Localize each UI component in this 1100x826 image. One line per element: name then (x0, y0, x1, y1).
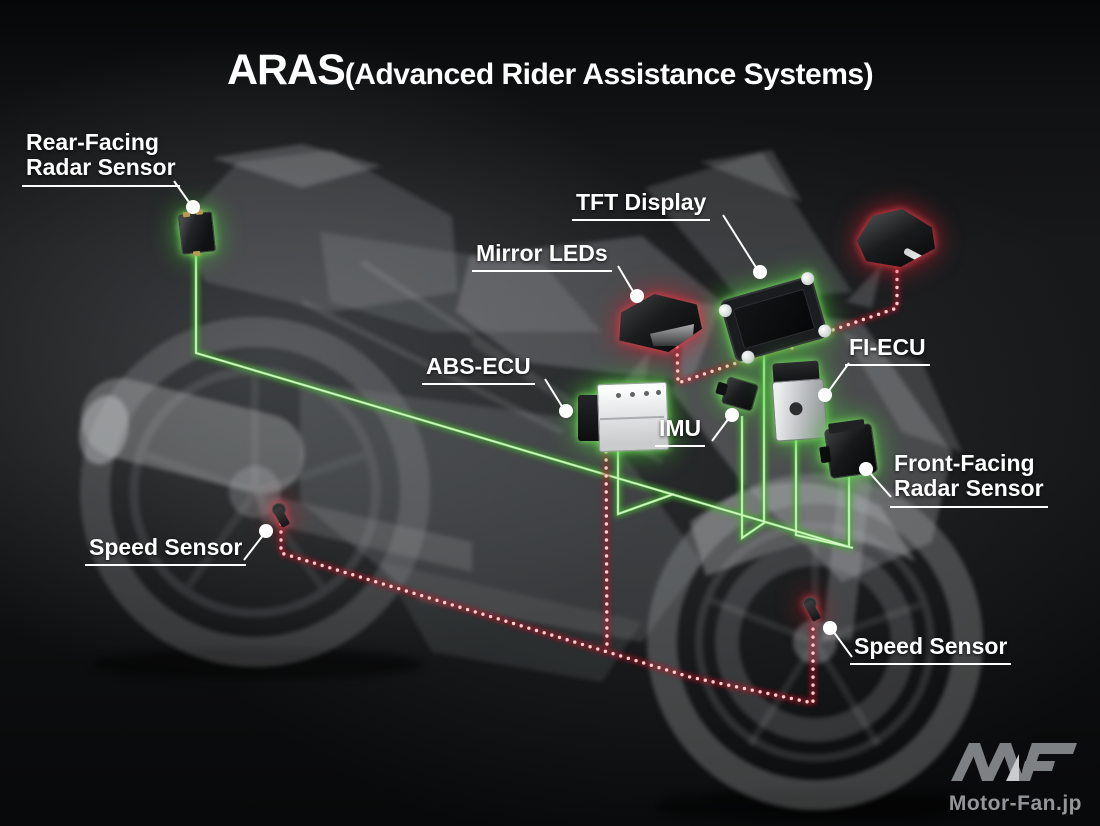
tft-display-component (717, 270, 833, 366)
page-title: ARAS(Advanced Rider Assistance Systems) (0, 46, 1100, 95)
imu-component (715, 376, 760, 412)
motorfan-watermark: Motor-Fan.jp (949, 739, 1082, 816)
label-front-radar: Front-Facing Radar Sensor (890, 450, 1048, 508)
title-acronym: ARAS (226, 46, 346, 94)
label-fi-ecu: FI-ECU (845, 334, 930, 367)
title-expansion: (Advanced Rider Assistance Systems) (344, 58, 874, 91)
front-radar-sensor-component (819, 418, 879, 480)
label-speed-sensor-front: Speed Sensor (850, 633, 1012, 666)
label-imu: IMU (655, 415, 706, 448)
label-speed-sensor-rear: Speed Sensor (85, 534, 247, 567)
abs-ecu-component (578, 381, 670, 453)
rear-radar-sensor-component (178, 209, 216, 257)
motorfan-logo-icon (951, 743, 1078, 781)
ground-shadows (93, 648, 975, 822)
fi-ecu-component (771, 360, 828, 442)
front-speed-sensor-component (799, 597, 825, 623)
label-tft-display: TFT Display (572, 189, 711, 222)
left-mirror-leds-component (614, 294, 702, 352)
label-mirror-leds: Mirror LEDs (472, 240, 612, 273)
right-mirror-component (857, 209, 935, 267)
label-rear-radar: Rear-Facing Radar Sensor (22, 129, 180, 187)
label-abs-ecu: ABS-ECU (422, 353, 535, 386)
motorfan-logo-text: Motor-Fan.jp (948, 792, 1082, 815)
rear-speed-sensor-component (268, 503, 294, 529)
